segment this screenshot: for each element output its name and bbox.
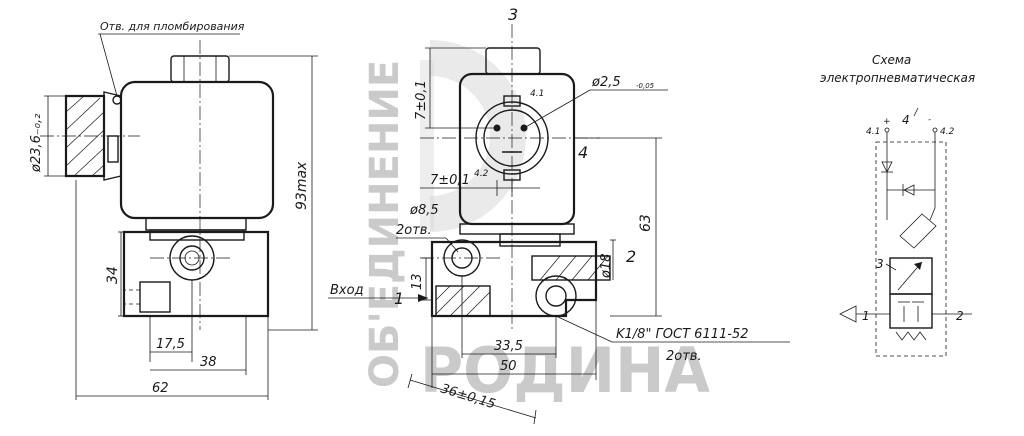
note-seal-hole: Отв. для пломбирования (100, 20, 245, 33)
pin-4-2: 4.2 (474, 169, 489, 179)
dim-dia-2-5-tol: -0,05 (636, 82, 655, 90)
dim-33-5: 33,5 (494, 339, 523, 354)
schema-port-1: 1 (862, 309, 870, 323)
inlet-label: Вход (330, 283, 364, 298)
dim-7-mid: 7±0,1 (430, 173, 470, 188)
watermark-bottom-text: РОДИНА (420, 334, 710, 407)
electropneumatic-schema: Схема электропневматическая 4.1 + 4 - 4.… (820, 53, 975, 357)
dim-34: 34 (105, 266, 121, 284)
port-hatch (435, 285, 491, 317)
pin-4-1: 4.1 (530, 89, 544, 99)
front-view: 3 7±0,1 4.1 4.2 ø2,5 -0,05 4 7±0,1 ø8,5 … (328, 5, 790, 425)
dim-38: 38 (200, 355, 217, 370)
schema-pin-41: 4.1 (866, 127, 880, 137)
schema-plus: + (883, 117, 891, 127)
holes-2-label: 2отв. (396, 223, 432, 238)
dim-93max: 93max (294, 161, 310, 210)
dim-13: 13 (410, 273, 425, 290)
port-label-2: 2 (626, 247, 636, 266)
schema-title-2: электропневматическая (820, 71, 975, 85)
dim-17-5: 17,5 (156, 337, 185, 352)
port-label-4: 4 (578, 143, 588, 162)
thread-note: K1/8" ГОСТ 6111-52 (616, 327, 749, 342)
view-label-3: 3 (508, 5, 518, 24)
schema-title-1: Схема (872, 53, 911, 67)
schema-port-2: 2 (956, 309, 964, 323)
schema-port-3: 3 (876, 257, 884, 271)
dim-50: 50 (500, 359, 517, 374)
dim-dia-2-5: ø2,5 (591, 75, 621, 90)
dim-dia-18: ø18 (599, 254, 614, 280)
thread-holes: 2отв. (666, 349, 702, 364)
port-label-1: 1 (394, 289, 404, 308)
dim-62: 62 (152, 381, 169, 396)
schema-minus: - (928, 115, 931, 125)
side-view: ø23,6₋₀,₂ Отв. для пломбирования 93max 3… (29, 20, 318, 400)
dim-dia-8-5: ø8,5 (409, 203, 439, 218)
dim-63: 63 (638, 214, 654, 232)
dim-7-top: 7±0,1 (414, 80, 429, 120)
schema-pin-42: 4.2 (940, 127, 955, 137)
schema-ctrl-4: 4 (902, 113, 910, 127)
dim-dia-23-6: ø23,6₋₀,₂ (29, 114, 44, 173)
watermark: ОБ'ЕДИНЕНИЕ РОДИНА (362, 40, 710, 407)
connector-hatch (65, 95, 105, 177)
watermark-vertical-text: ОБ'ЕДИНЕНИЕ (362, 60, 408, 388)
